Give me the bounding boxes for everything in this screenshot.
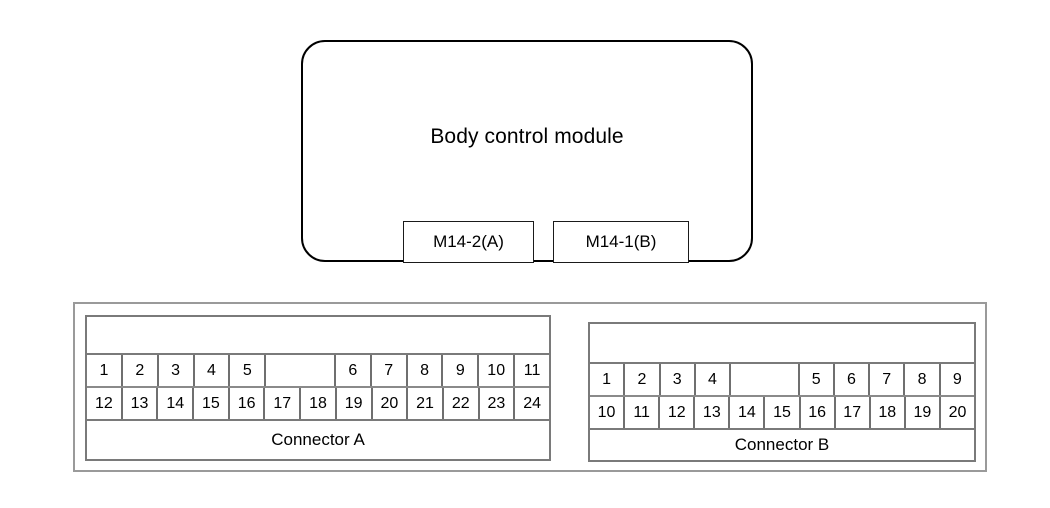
pin-cell-11[interactable]: 11 xyxy=(625,397,661,428)
pin-cell-empty xyxy=(266,355,300,386)
pin-cell-1[interactable]: 1 xyxy=(87,355,123,386)
connector-tab-m14-2-a[interactable]: M14-2(A) xyxy=(403,221,534,263)
pin-cell-2[interactable]: 2 xyxy=(123,355,159,386)
pin-cell-10[interactable]: 10 xyxy=(590,397,626,428)
pin-cell-9[interactable]: 9 xyxy=(443,355,480,386)
pin-cell-8[interactable]: 8 xyxy=(905,364,941,395)
pin-cell-6[interactable]: 6 xyxy=(336,355,372,386)
pin-cell-6[interactable]: 6 xyxy=(835,364,871,395)
pin-cell-13[interactable]: 13 xyxy=(695,397,731,428)
pin-cell-16[interactable]: 16 xyxy=(801,397,836,428)
connector-a-label: Connector A xyxy=(271,430,365,449)
pin-cell-4[interactable]: 4 xyxy=(195,355,231,386)
pin-cell-9[interactable]: 9 xyxy=(952,370,962,388)
connector-a-blank-row xyxy=(87,317,549,355)
pin-cell-7[interactable]: 7 xyxy=(372,355,408,386)
pin-cell-10[interactable]: 10 xyxy=(479,355,516,386)
pin-cell-2[interactable]: 2 xyxy=(625,364,661,395)
body-control-module-title: Body control module xyxy=(430,125,624,148)
pin-cell-7[interactable]: 7 xyxy=(870,364,906,395)
pin-cell-14[interactable]: 14 xyxy=(158,388,195,419)
pin-cell-21[interactable]: 21 xyxy=(408,388,444,419)
pin-cell-15[interactable]: 15 xyxy=(765,397,801,428)
pin-cell-5[interactable]: 5 xyxy=(800,364,835,395)
pin-cell-empty xyxy=(764,364,800,395)
pin-cell-5[interactable]: 5 xyxy=(230,355,267,386)
pin-cell-8[interactable]: 8 xyxy=(408,355,444,386)
connector-b-blank-row xyxy=(590,324,974,364)
pin-cell-1[interactable]: 1 xyxy=(590,364,626,395)
pin-cell-empty xyxy=(300,355,336,386)
pin-cell-24[interactable]: 24 xyxy=(523,394,541,412)
pin-cell-18[interactable]: 18 xyxy=(871,397,906,428)
pin-cell-3[interactable]: 3 xyxy=(661,364,696,395)
pin-cell-17[interactable]: 17 xyxy=(836,397,871,428)
pin-cell-13[interactable]: 13 xyxy=(123,388,159,419)
pin-cell-12[interactable]: 12 xyxy=(87,388,123,419)
pin-cell-19[interactable]: 19 xyxy=(906,397,941,428)
pin-cell-14[interactable]: 14 xyxy=(730,397,766,428)
pin-cell-23[interactable]: 23 xyxy=(480,388,516,419)
pin-cell-20[interactable]: 20 xyxy=(373,388,409,419)
pin-cell-17[interactable]: 17 xyxy=(265,388,302,419)
pin-cell-22[interactable]: 22 xyxy=(444,388,480,419)
connector-b-label: Connector B xyxy=(734,435,830,454)
pin-cell-4[interactable]: 4 xyxy=(696,364,732,395)
pin-cell-3[interactable]: 3 xyxy=(159,355,195,386)
pin-cell-empty xyxy=(731,364,764,395)
connector-tab-m14-1-b[interactable]: M14-1(B) xyxy=(553,221,689,263)
pin-cell-19[interactable]: 19 xyxy=(337,388,373,419)
pin-cell-15[interactable]: 15 xyxy=(194,388,230,419)
pin-cell-20[interactable]: 20 xyxy=(948,403,967,421)
pin-cell-11[interactable]: 11 xyxy=(523,361,541,379)
pin-cell-12[interactable]: 12 xyxy=(660,397,696,428)
pin-cell-16[interactable]: 16 xyxy=(230,388,266,419)
pin-cell-18[interactable]: 18 xyxy=(301,388,337,419)
